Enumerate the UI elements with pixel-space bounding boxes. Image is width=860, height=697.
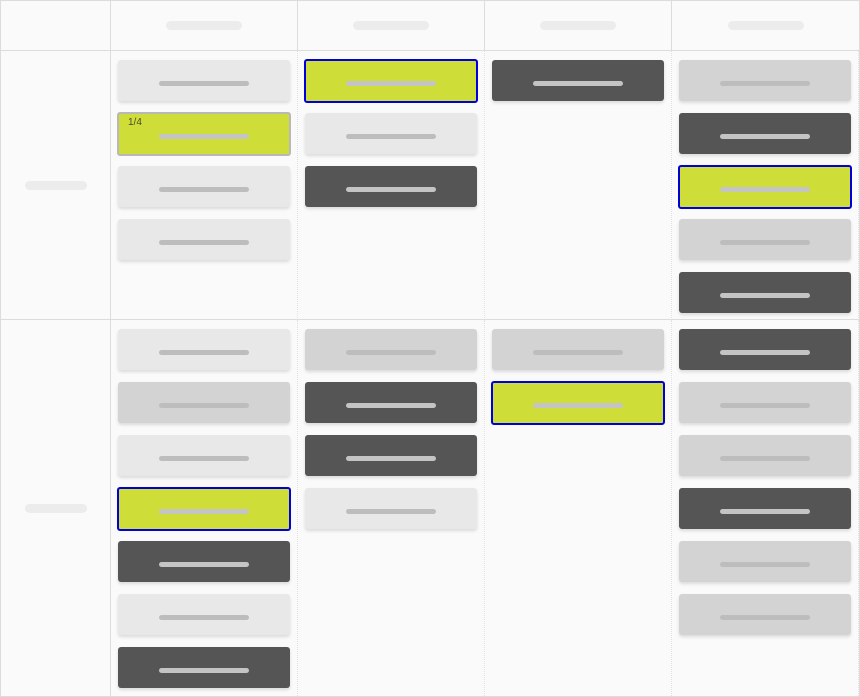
cell-r1-c2 xyxy=(298,51,485,320)
column-header-label xyxy=(727,21,804,30)
card[interactable] xyxy=(305,329,477,370)
card-title xyxy=(159,561,249,567)
card[interactable] xyxy=(679,541,851,582)
card[interactable] xyxy=(492,329,664,370)
card[interactable] xyxy=(679,382,851,423)
cell-r2-c2 xyxy=(298,320,485,696)
row-header-label xyxy=(24,180,87,190)
card[interactable] xyxy=(678,165,852,209)
cell-r1-c4 xyxy=(672,51,859,320)
card[interactable] xyxy=(492,60,664,101)
card-title xyxy=(346,81,436,86)
card-title xyxy=(720,349,810,355)
column-header-4[interactable] xyxy=(672,1,859,51)
card-title xyxy=(720,402,810,408)
card[interactable] xyxy=(305,488,477,529)
card-title xyxy=(159,80,249,86)
row-header-2[interactable] xyxy=(1,320,111,696)
card-title xyxy=(720,561,810,567)
card-title xyxy=(346,186,436,192)
card[interactable] xyxy=(679,488,851,529)
card[interactable]: 1/4 xyxy=(117,112,291,156)
card-title xyxy=(720,80,810,86)
card[interactable] xyxy=(118,60,290,101)
card[interactable] xyxy=(679,329,851,370)
card-title xyxy=(159,134,249,139)
card[interactable] xyxy=(117,487,291,531)
card-title xyxy=(346,508,436,514)
cell-r2-c3 xyxy=(485,320,672,696)
card-title xyxy=(720,133,810,139)
card[interactable] xyxy=(679,219,851,260)
cell-r1-c3 xyxy=(485,51,672,320)
card[interactable] xyxy=(679,60,851,101)
card-title xyxy=(346,455,436,461)
card[interactable] xyxy=(118,219,290,260)
card-title xyxy=(159,239,249,245)
card[interactable] xyxy=(118,435,290,476)
card[interactable] xyxy=(118,594,290,635)
card[interactable] xyxy=(118,382,290,423)
column-header-2[interactable] xyxy=(298,1,485,51)
column-header-3[interactable] xyxy=(485,1,672,51)
card-title xyxy=(346,402,436,408)
card-title xyxy=(159,455,249,461)
card-title xyxy=(159,402,249,408)
card[interactable] xyxy=(679,594,851,635)
row-header-1[interactable] xyxy=(1,51,111,320)
column-header-1[interactable] xyxy=(111,1,298,51)
card-title xyxy=(159,186,249,192)
corner-cell xyxy=(1,1,111,51)
card[interactable] xyxy=(305,382,477,423)
card-title xyxy=(533,349,623,355)
card-title xyxy=(346,133,436,139)
card[interactable] xyxy=(491,381,665,425)
card[interactable] xyxy=(679,435,851,476)
card-title xyxy=(720,187,810,192)
column-header-label xyxy=(166,21,242,30)
card[interactable] xyxy=(118,541,290,582)
column-header-label xyxy=(540,21,616,30)
card[interactable] xyxy=(305,166,477,207)
cell-r2-c1 xyxy=(111,320,298,696)
card[interactable] xyxy=(304,59,478,103)
card-title xyxy=(720,455,810,461)
cell-r1-c1: 1/4 xyxy=(111,51,298,320)
card-title xyxy=(720,508,810,514)
card[interactable] xyxy=(118,647,290,688)
card-title xyxy=(159,667,249,673)
card[interactable] xyxy=(118,329,290,370)
card-count-badge: 1/4 xyxy=(128,117,142,128)
card-title xyxy=(533,80,623,86)
cell-r2-c4 xyxy=(672,320,859,696)
card-title xyxy=(720,292,810,298)
card[interactable] xyxy=(679,113,851,154)
card-title xyxy=(720,239,810,245)
card[interactable] xyxy=(305,113,477,154)
card[interactable] xyxy=(305,435,477,476)
card[interactable] xyxy=(118,166,290,207)
card-title xyxy=(720,614,810,620)
column-header-label xyxy=(353,21,429,30)
card-title xyxy=(159,509,249,514)
card-title xyxy=(159,349,249,355)
card-title xyxy=(159,614,249,620)
card-title xyxy=(533,403,623,408)
card[interactable] xyxy=(679,272,851,313)
card-title xyxy=(346,349,436,355)
row-header-label xyxy=(24,503,87,513)
